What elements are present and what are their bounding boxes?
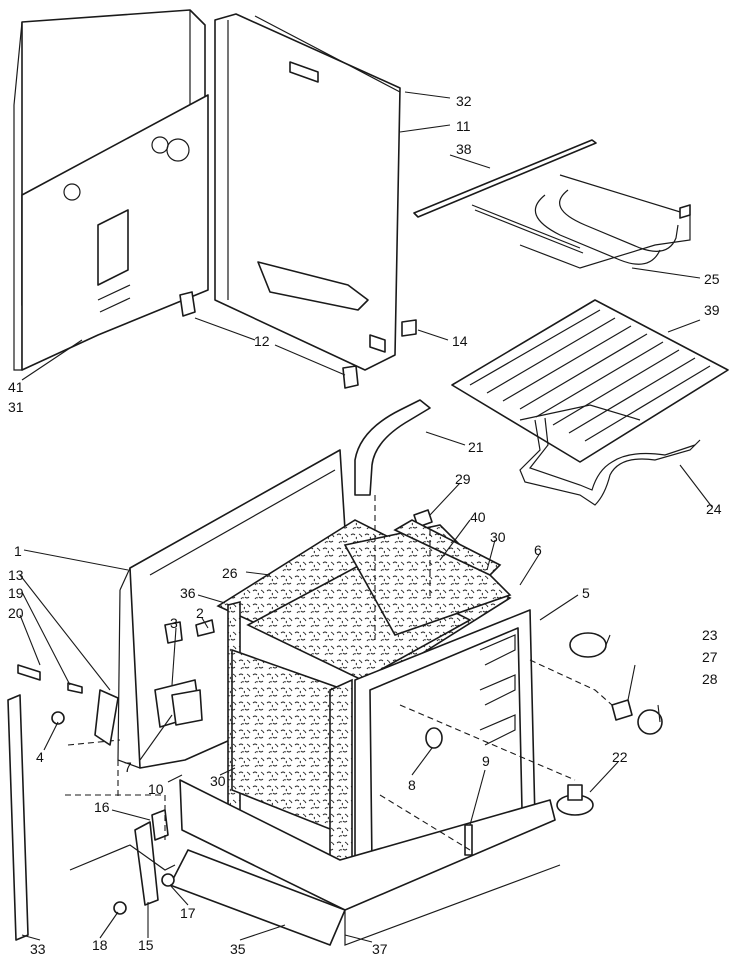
guide-lines bbox=[117, 495, 613, 851]
label-33: 33 bbox=[30, 941, 46, 957]
label-37: 37 bbox=[372, 941, 388, 957]
label-30b: 30 bbox=[210, 773, 226, 789]
label-35: 35 bbox=[230, 941, 246, 957]
label-6: 6 bbox=[534, 542, 542, 558]
label-5: 5 bbox=[582, 585, 590, 601]
base-37 bbox=[169, 779, 561, 946]
label-36: 36 bbox=[180, 585, 196, 601]
socket-27 bbox=[611, 699, 633, 721]
clip-9 bbox=[464, 824, 473, 856]
label-21: 21 bbox=[468, 439, 484, 455]
label-23: 23 bbox=[702, 627, 718, 643]
label-25: 25 bbox=[704, 271, 720, 287]
label-17: 17 bbox=[180, 905, 196, 921]
label-13: 13 bbox=[8, 567, 24, 583]
label-4: 4 bbox=[36, 749, 44, 765]
rack-supports bbox=[479, 634, 516, 746]
label-1: 1 bbox=[14, 543, 22, 559]
label-22: 22 bbox=[612, 749, 628, 765]
label-2: 2 bbox=[196, 605, 204, 621]
rod-38 bbox=[413, 139, 597, 218]
label-29: 29 bbox=[455, 471, 471, 487]
broil-element-25 bbox=[471, 174, 691, 269]
label-8: 8 bbox=[408, 777, 416, 793]
leader-lines bbox=[19, 91, 713, 943]
label-10: 10 bbox=[148, 781, 164, 797]
label-31: 31 bbox=[8, 399, 24, 415]
small-parts-2-3-4-7-13-19-20 bbox=[17, 619, 215, 746]
screw-17 bbox=[161, 873, 175, 887]
label-12: 12 bbox=[254, 333, 270, 349]
burner-22 bbox=[556, 784, 594, 816]
label-28: 28 bbox=[702, 671, 718, 687]
label-41: 41 bbox=[8, 379, 24, 395]
trim-strip-33 bbox=[7, 694, 29, 941]
bake-element-24 bbox=[519, 404, 701, 506]
label-26: 26 bbox=[222, 565, 238, 581]
hinge-15 bbox=[134, 809, 169, 906]
label-20: 20 bbox=[8, 605, 24, 621]
label-27: 27 bbox=[702, 649, 718, 665]
washer-18 bbox=[113, 901, 127, 915]
label-38: 38 bbox=[456, 141, 472, 157]
bulb-28 bbox=[637, 709, 663, 735]
label-11: 11 bbox=[456, 118, 471, 134]
oven-rack-39 bbox=[451, 299, 729, 463]
brackets-12 bbox=[179, 291, 359, 389]
vent-tube-21 bbox=[354, 399, 431, 496]
label-7: 7 bbox=[124, 759, 132, 775]
light-cover-23 bbox=[569, 632, 607, 658]
label-3: 3 bbox=[170, 615, 178, 631]
insulation-side-30 bbox=[393, 519, 502, 576]
label-24: 24 bbox=[706, 501, 722, 517]
label-32: 32 bbox=[456, 93, 472, 109]
label-40: 40 bbox=[470, 509, 486, 525]
bracket-14 bbox=[401, 319, 417, 337]
label-30a: 30 bbox=[490, 529, 506, 545]
label-14: 14 bbox=[452, 333, 468, 349]
knob-8 bbox=[425, 727, 443, 749]
label-19: 19 bbox=[8, 585, 24, 601]
label-16: 16 bbox=[94, 799, 110, 815]
insulation-panel-31 bbox=[21, 94, 209, 371]
label-39: 39 bbox=[704, 302, 720, 318]
rear-panel-11 bbox=[214, 13, 401, 371]
label-15: 15 bbox=[138, 937, 154, 953]
label-18: 18 bbox=[92, 937, 108, 953]
label-9: 9 bbox=[482, 753, 490, 769]
callout-labels: 32 11 38 25 39 12 14 41 31 21 29 24 1 13… bbox=[8, 93, 722, 957]
